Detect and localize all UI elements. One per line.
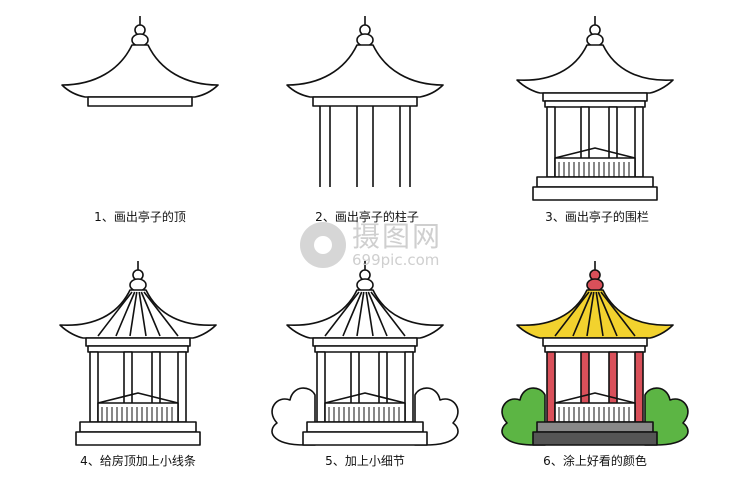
bush bbox=[271, 387, 316, 446]
roof-line bbox=[342, 291, 363, 337]
step-5-caption: 5、加上小细节 bbox=[325, 454, 405, 468]
pillar bbox=[316, 351, 326, 423]
step-3-caption: 3、画出亭子的围栏 bbox=[545, 210, 649, 224]
eave-band bbox=[542, 337, 648, 347]
step-1-caption: 1、画出亭子的顶 bbox=[94, 210, 186, 224]
roof-line bbox=[600, 291, 636, 337]
roof bbox=[516, 289, 674, 339]
base-bottom bbox=[532, 186, 658, 201]
bush bbox=[414, 387, 459, 446]
railing bbox=[97, 402, 179, 423]
roof-line bbox=[356, 291, 365, 337]
roof-line bbox=[138, 291, 147, 337]
watermark: 摄图网 699pic.com bbox=[300, 222, 442, 268]
roof bbox=[61, 44, 219, 98]
roof-line bbox=[367, 291, 388, 337]
roof-line bbox=[143, 291, 179, 337]
eave-band bbox=[312, 96, 418, 107]
roof-line bbox=[97, 291, 133, 337]
bush bbox=[644, 387, 689, 446]
roof-line bbox=[554, 291, 590, 337]
pillar bbox=[634, 106, 644, 178]
roof-line bbox=[572, 291, 593, 337]
roof bbox=[59, 289, 217, 339]
bush bbox=[501, 387, 546, 446]
roof-line bbox=[370, 291, 406, 337]
eave-band bbox=[87, 96, 193, 107]
step-2-caption: 2、画出亭子的柱子 bbox=[315, 210, 419, 224]
pavilion-step-6 bbox=[501, 261, 689, 446]
beam bbox=[544, 345, 646, 353]
base-top bbox=[79, 421, 197, 433]
pavilion-step-3 bbox=[516, 16, 674, 201]
beam bbox=[544, 100, 646, 108]
roof-line bbox=[365, 291, 374, 337]
pavilion-step-2 bbox=[286, 16, 444, 187]
roof bbox=[286, 289, 444, 339]
railing bbox=[554, 157, 636, 178]
pillar bbox=[177, 351, 187, 423]
roof bbox=[516, 44, 674, 94]
railing-back bbox=[324, 392, 406, 404]
base-top bbox=[536, 421, 654, 433]
roof-line bbox=[324, 291, 360, 337]
base-top bbox=[536, 176, 654, 188]
watermark-name: 摄图网 bbox=[352, 220, 443, 253]
camera-aperture-logo-icon bbox=[300, 222, 346, 268]
roof-line bbox=[595, 291, 604, 337]
eave-band bbox=[85, 337, 191, 347]
watermark-url: 699pic.com bbox=[352, 251, 440, 269]
roof-line bbox=[140, 291, 161, 337]
roof-line bbox=[586, 291, 595, 337]
step-6-caption: 6、涂上好看的颜色 bbox=[543, 454, 647, 468]
railing bbox=[554, 402, 636, 423]
roof-line bbox=[115, 291, 136, 337]
step-4-caption: 4、给房顶加上小线条 bbox=[80, 454, 196, 468]
pavilion-step-5 bbox=[271, 261, 459, 446]
pillar bbox=[546, 106, 556, 178]
pillar bbox=[634, 351, 644, 423]
beam bbox=[87, 345, 189, 353]
base-top bbox=[306, 421, 424, 433]
pillar bbox=[404, 351, 414, 423]
pavilion-step-1 bbox=[61, 16, 219, 107]
eave-band bbox=[542, 92, 648, 102]
railing bbox=[324, 402, 406, 423]
beam bbox=[314, 345, 416, 353]
roof-line bbox=[129, 291, 138, 337]
roof bbox=[286, 44, 444, 98]
roof-line bbox=[597, 291, 618, 337]
base-bottom bbox=[532, 431, 658, 446]
railing-back bbox=[554, 392, 636, 404]
railing-back bbox=[97, 392, 179, 404]
eave-band bbox=[312, 337, 418, 347]
base-bottom bbox=[302, 431, 428, 446]
pavilion-step-4 bbox=[59, 261, 217, 446]
pillar bbox=[546, 351, 556, 423]
base-bottom bbox=[75, 431, 201, 446]
railing-back bbox=[554, 147, 636, 159]
pillar bbox=[89, 351, 99, 423]
